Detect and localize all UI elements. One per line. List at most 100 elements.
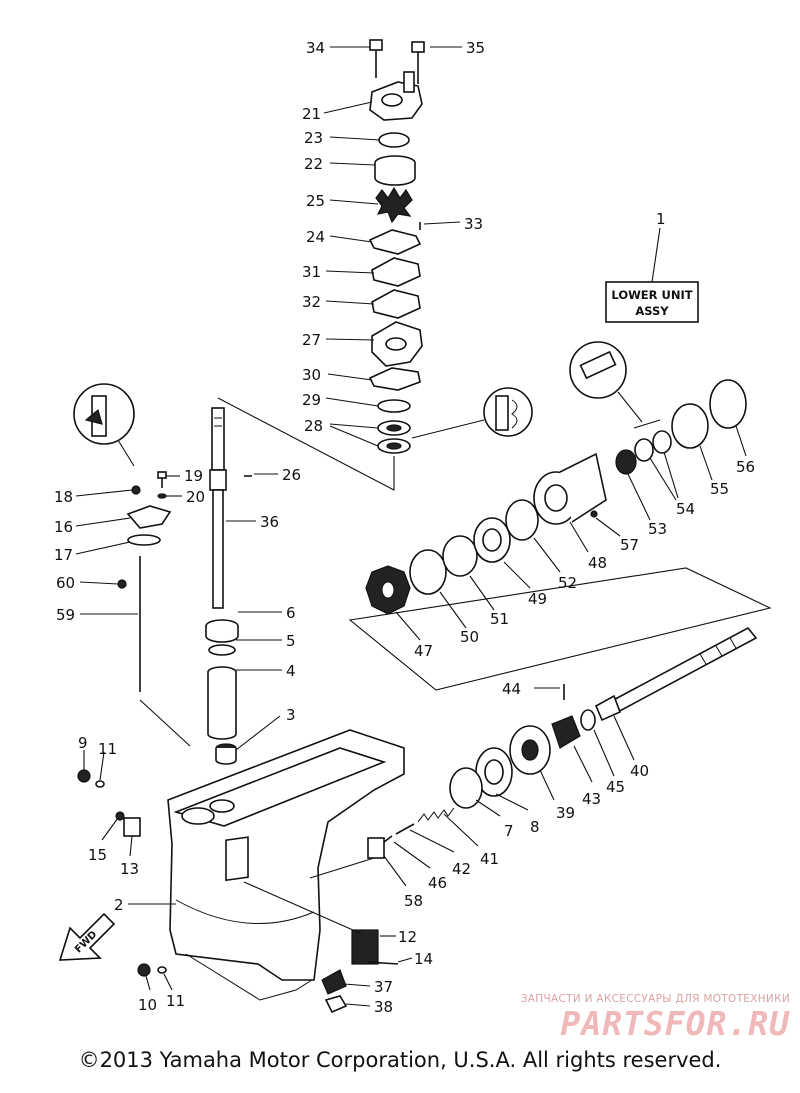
circlip-60: [117, 579, 127, 589]
callout-numbers: 34 35 21 23 22 25 33 24 31 32 27 30 29 2…: [54, 39, 755, 1016]
propeller-shaft-40: [594, 626, 758, 722]
callout-60: 60: [56, 574, 75, 592]
seal-detail-circle: [569, 341, 661, 429]
washer-55: [671, 403, 709, 449]
callout-1: 1: [656, 210, 666, 228]
callout-5: 5: [286, 632, 296, 650]
outer-plate-31: [371, 257, 421, 287]
pin-57: [590, 510, 598, 518]
ring-nut-56: [709, 379, 747, 429]
callout-30: 30: [302, 366, 321, 384]
forward-gear-47: [365, 565, 411, 615]
callout-38: 38: [374, 998, 393, 1016]
callout-49: 49: [528, 590, 547, 608]
callout-32: 32: [302, 293, 321, 311]
bearing-53: [615, 449, 637, 475]
callout-46: 46: [428, 874, 447, 892]
drive-shaft-36: [209, 407, 227, 609]
pump-case-27: [371, 321, 423, 367]
thrust-washer-51: [442, 535, 478, 577]
callout-12: 12: [398, 928, 417, 946]
callout-13: 13: [120, 860, 139, 878]
dog-clutch-43: [551, 715, 581, 749]
bolt-19: [157, 471, 167, 488]
callout-58: 58: [404, 892, 423, 910]
pump-housing-21: [369, 71, 423, 121]
bolt-34: [369, 39, 383, 78]
water-pump-parts: [217, 39, 533, 491]
callout-39: 39: [556, 804, 575, 822]
callout-31: 31: [302, 263, 321, 281]
bolt-14: [367, 961, 399, 965]
pin-46: [383, 835, 393, 843]
seal-installation-detail: [411, 387, 533, 439]
callout-36: 36: [260, 513, 279, 531]
callout-28: 28: [304, 417, 323, 435]
callout-47: 47: [414, 642, 433, 660]
anode-12: [351, 929, 379, 965]
callout-18: 18: [54, 488, 73, 506]
callout-45: 45: [606, 778, 625, 796]
fwd-arrow: FWD: [58, 912, 116, 961]
callout-42: 42: [452, 860, 471, 878]
gasket-11-lower: [157, 966, 167, 974]
callout-26: 26: [282, 466, 301, 484]
callout-51: 51: [490, 610, 509, 628]
watermark-brand: PARTSFOR.RU: [560, 1004, 790, 1043]
callout-54: 54: [676, 500, 695, 518]
callout-59: 59: [56, 606, 75, 624]
gasket-24: [368, 229, 422, 255]
callout-34: 34: [306, 39, 325, 57]
callout-leaders: [75, 46, 747, 1007]
callout-55: 55: [710, 480, 729, 498]
clip-18: [131, 485, 141, 495]
plate-13: [123, 817, 141, 837]
case-fasteners: [77, 769, 399, 1014]
callout-56: 56: [736, 458, 755, 476]
callout-17: 17: [54, 546, 73, 564]
bearing-49: [473, 517, 511, 563]
callout-40: 40: [630, 762, 649, 780]
callout-20: 20: [186, 488, 205, 506]
callout-15: 15: [88, 846, 107, 864]
washer-29: [377, 399, 411, 413]
shim-50: [409, 549, 447, 595]
washer-45: [580, 709, 596, 731]
callout-2: 2: [114, 896, 124, 914]
gasket-30: [368, 367, 421, 391]
callout-9: 9: [78, 734, 88, 752]
callout-23: 23: [304, 129, 323, 147]
callout-3: 3: [286, 706, 296, 724]
sleeve-4: [207, 666, 237, 740]
assy-line1: LOWER UNIT: [611, 288, 692, 302]
copyright-notice: ©2013 Yamaha Motor Corporation, U.S.A. A…: [78, 1048, 722, 1072]
bearing-housing-6: [205, 619, 239, 643]
forward-gear-group: [348, 341, 772, 691]
o-ring-17: [127, 534, 161, 546]
impeller-25: [375, 186, 413, 224]
insert-cartridge-22: [374, 155, 416, 186]
callout-11-lower: 11: [166, 992, 185, 1010]
bearing-3: [215, 743, 237, 765]
o-ring-52: [505, 499, 539, 541]
callout-21: 21: [302, 105, 321, 123]
shim-7: [449, 767, 483, 809]
shift-lever-16: [126, 505, 172, 529]
screw-10: [137, 963, 151, 977]
oil-seal-54b: [652, 430, 672, 454]
washer-23: [378, 132, 410, 148]
bearing-housing-48: [533, 452, 607, 525]
callout-22: 22: [304, 155, 323, 173]
spring-41: [417, 807, 455, 823]
watermark-tagline: ЗАПЧАСТИ И АКСЕССУАРЫ ДЛЯ МОТОТЕХНИКИ: [520, 993, 790, 1005]
lower-case-2: [167, 729, 405, 1001]
gasket-11-upper: [95, 780, 105, 788]
shift-cam-58: [367, 837, 385, 859]
screw-9: [77, 769, 91, 783]
callout-24: 24: [306, 228, 325, 246]
callout-37: 37: [374, 978, 393, 996]
callout-10: 10: [138, 996, 157, 1014]
callout-44: 44: [502, 680, 521, 698]
shift-rod-parts: [73, 383, 191, 747]
